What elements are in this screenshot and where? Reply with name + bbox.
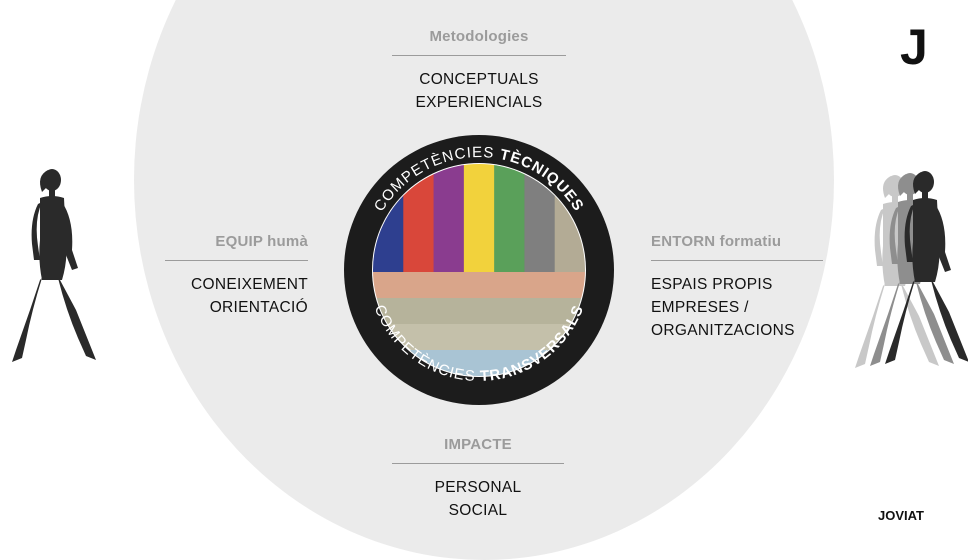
human-team-heading: EQUIP humà (215, 233, 308, 250)
technical-stripe (463, 164, 495, 272)
impact-block: IMPACTE PERSONAL SOCIAL (392, 436, 564, 522)
impact-divider (392, 463, 564, 464)
impact-item: PERSONAL (434, 479, 522, 496)
impact-heading: IMPACTE (444, 436, 512, 453)
logo-letter: J (900, 19, 928, 75)
methodologies-item: EXPERIENCIALS (415, 94, 543, 111)
logo-wordmark: JOVIAT (878, 508, 924, 523)
impact-item: SOCIAL (448, 502, 508, 519)
technical-stripe (433, 164, 465, 272)
environment-item: EMPRESES / (651, 299, 749, 316)
transversal-band (373, 324, 585, 351)
human-team-item: CONEIXEMENT (191, 276, 308, 293)
competencies-wheel: COMPETÈNCIES TÈCNIQUES COMPETÈNCIES TRAN… (344, 135, 614, 405)
environment-item: ESPAIS PROPIS (651, 276, 773, 293)
transversal-band (373, 298, 585, 325)
human-team-divider (165, 260, 308, 261)
transversal-band (373, 272, 585, 299)
technical-stripe (494, 164, 525, 272)
environment-divider (651, 260, 823, 261)
human-team-item: ORIENTACIÓ (209, 299, 308, 316)
environment-heading: ENTORN formatiu (651, 233, 782, 250)
methodologies-block: Metodologies CONCEPTUALS EXPERIENCIALS (392, 28, 566, 114)
methodologies-heading: Metodologies (429, 28, 529, 45)
human-team-block: EQUIP humà CONEIXEMENT ORIENTACIÓ (165, 233, 308, 319)
environment-block: ENTORN formatiu ESPAIS PROPIS EMPRESES /… (651, 233, 823, 342)
methodologies-divider (392, 55, 566, 56)
environment-item: ORGANITZACIONS (651, 322, 795, 339)
methodologies-item: CONCEPTUALS (419, 71, 539, 88)
